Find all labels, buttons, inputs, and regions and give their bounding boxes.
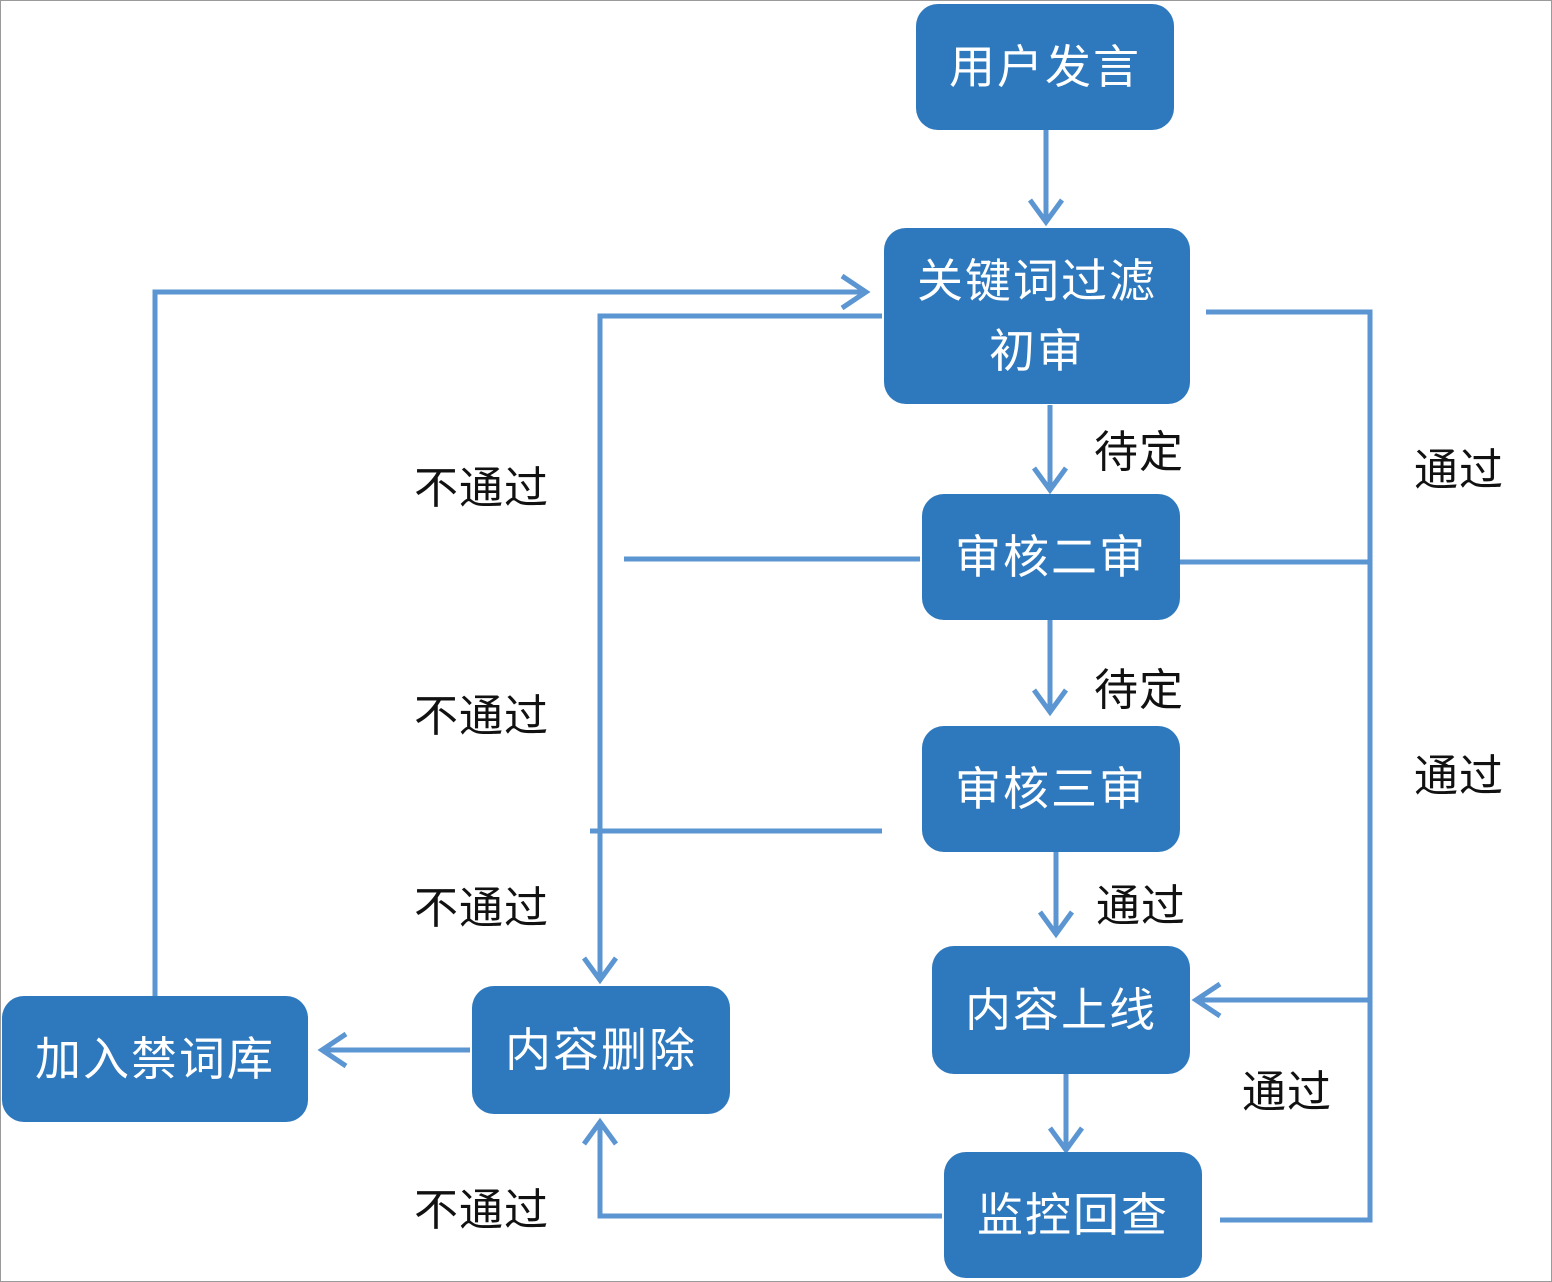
arrowhead-delete-bottom [581,1117,619,1146]
arrowhead-banned [317,1031,348,1069]
label-fail-2: 不通过 [414,691,549,742]
arrowhead-monitor [1047,1126,1085,1155]
label-pass-third: 通过 [1096,881,1186,932]
edge-banned-feedback [152,289,866,996]
arrowhead-online [1037,910,1075,939]
node-add-banned-words-label: 加入禁词库 [35,1032,275,1086]
node-content-delete-label: 内容删除 [505,1023,697,1077]
node-review-third-label: 审核三审 [955,762,1147,816]
arrowhead-online-right [1191,981,1222,1019]
node-content-online-label: 内容上线 [965,983,1157,1037]
label-pending-1: 待定 [1094,427,1184,478]
label-fail-4: 不通过 [414,1185,549,1236]
node-monitor-recheck-label: 监控回查 [977,1188,1169,1242]
node-user-post: 用户发言 [916,4,1174,130]
node-add-banned-words: 加入禁词库 [2,996,308,1122]
node-monitor-recheck: 监控回查 [944,1152,1202,1278]
edge-right-pass-bus [1206,309,1373,1223]
label-pending-2: 待定 [1094,665,1184,716]
label-pass-right-2: 通过 [1414,751,1504,802]
edge-monitor-reject [597,1122,942,1219]
node-content-online: 内容上线 [932,946,1190,1074]
node-review-second: 审核二审 [922,494,1180,620]
arrowhead-delete-top [581,956,619,985]
label-pass-monitor: 通过 [1242,1067,1332,1118]
arrowhead-second [1031,466,1069,495]
arrowhead-third [1031,688,1069,717]
node-user-post-label: 用户发言 [949,40,1141,94]
node-keyword-filter: 关键词过滤 初审 [884,228,1190,404]
label-pass-right-1: 通过 [1414,445,1504,496]
arrowhead-filter [1027,198,1065,227]
node-keyword-filter-label: 关键词过滤 初审 [917,254,1157,378]
node-content-delete: 内容删除 [472,986,730,1114]
edge-reject-bus [597,313,882,980]
label-fail-1: 不通过 [414,463,549,514]
label-fail-3: 不通过 [414,883,549,934]
arrowhead-filter-left [840,273,871,311]
node-review-third: 审核三审 [922,726,1180,852]
node-review-second-label: 审核二审 [955,530,1147,584]
